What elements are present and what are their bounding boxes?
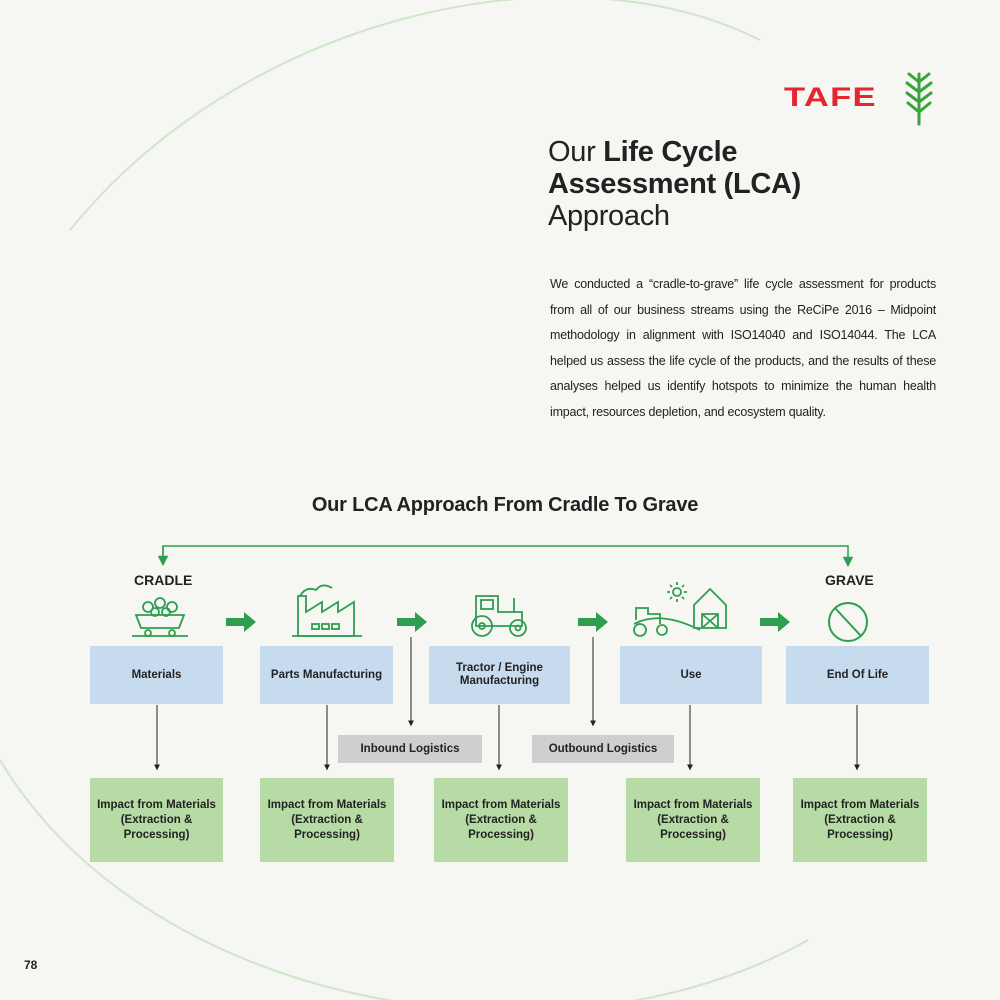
- factory-icon: [292, 584, 362, 637]
- page-title: Our Life Cycle Assessment (LCA) Approach: [548, 136, 801, 232]
- impact-parts-manufacturing: Impact from Materials (Extraction & Proc…: [260, 778, 394, 862]
- impact-use: Impact from Materials (Extraction & Proc…: [626, 778, 760, 862]
- tractor-icon: [471, 595, 527, 637]
- cradle-label: CRADLE: [134, 572, 193, 588]
- stage-parts-manufacturing: Parts Manufacturing: [260, 646, 393, 704]
- inbound-logistics: Inbound Logistics: [338, 735, 482, 763]
- title-assessment: Assessment (LCA): [548, 168, 802, 200]
- farm-tractor-icon: [633, 582, 727, 637]
- title-our: Our: [548, 136, 604, 168]
- cradle-grave-loop: [162, 545, 854, 568]
- impact-tractor-engine-manufacturing: Impact from Materials (Extraction & Proc…: [434, 778, 568, 862]
- impact-materials: Impact from Materials (Extraction & Proc…: [90, 778, 223, 862]
- stage-tractor-engine-manufacturing: Tractor / Engine Manufacturing: [429, 646, 570, 704]
- outbound-logistics: Outbound Logistics: [532, 735, 674, 763]
- mining-cart-icon: [132, 597, 188, 637]
- stage-flow-arrows: [226, 612, 790, 632]
- title-approach: Approach: [548, 200, 670, 232]
- diagram-title: Our LCA Approach From Cradle To Grave: [311, 494, 699, 516]
- page-number: 78: [24, 958, 38, 972]
- intro-paragraph: We conducted a “cradle-to-grave” life cy…: [550, 277, 936, 419]
- tafe-logo: TAFE: [784, 68, 936, 126]
- grave-label: GRAVE: [825, 572, 874, 588]
- title-life-cycle: Life Cycle: [603, 136, 738, 168]
- prohibited-icon: [828, 602, 868, 642]
- stage-use: Use: [620, 646, 762, 704]
- wheat-leaf-icon: [905, 72, 933, 126]
- impact-end-of-life: Impact from Materials (Extraction & Proc…: [793, 778, 927, 862]
- logo-wordmark: TAFE: [784, 81, 877, 112]
- stage-materials: Materials: [90, 646, 223, 704]
- stage-end-of-life: End Of Life: [786, 646, 929, 704]
